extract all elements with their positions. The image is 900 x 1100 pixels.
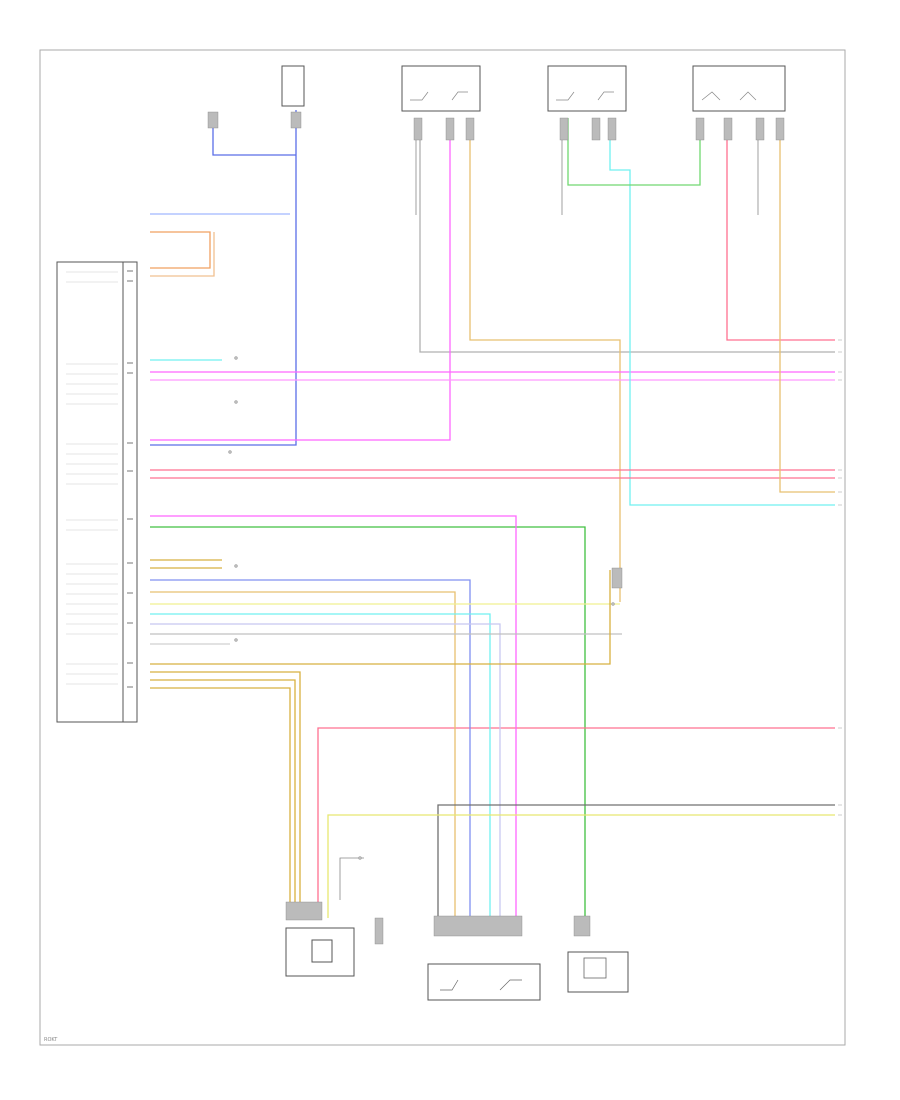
diagram-code: ROKT — [44, 1037, 58, 1043]
wire-red-bottom — [317, 727, 835, 918]
wire-tan-2 — [150, 591, 456, 918]
wire-blue-2 — [150, 110, 297, 446]
wire-gold-3 — [150, 570, 611, 665]
diagram-frame — [39, 49, 846, 1046]
bottom-sensor-left — [285, 927, 355, 977]
wire-yellow-bottom — [327, 814, 835, 918]
top-sensor-1 — [401, 65, 481, 112]
wire-red-top — [726, 118, 835, 341]
top-fuse-block — [281, 65, 305, 107]
top-sensor-2 — [547, 65, 627, 112]
wire-gray-long — [419, 118, 835, 353]
wire-tan-1 — [469, 118, 621, 602]
bottom-sensor-center — [427, 963, 541, 1001]
wire-gold-6 — [150, 687, 291, 918]
wire-pink-bottom — [150, 515, 517, 918]
wire-orange-2 — [150, 232, 215, 277]
ecm-pin-rows — [66, 271, 118, 685]
wire-harness — [150, 110, 835, 918]
bottom-sensor-right — [567, 951, 629, 993]
wire-pink-1 — [150, 118, 451, 441]
wire-ground-1 — [339, 857, 364, 900]
wire-cyan-2 — [609, 118, 835, 506]
top-sensor-3 — [692, 65, 786, 112]
wire-tan-top3 — [779, 118, 835, 493]
wire-blue-1 — [212, 112, 296, 156]
wire-orange — [150, 231, 211, 269]
ecm-pin-numbers — [127, 270, 133, 688]
terminal-pins — [207, 111, 785, 945]
engine-control-module — [56, 261, 138, 723]
wire-gold-4 — [150, 671, 301, 918]
wire-green-top — [567, 118, 701, 186]
wire-blue-3 — [150, 579, 471, 918]
wire-light-1 — [150, 623, 501, 918]
right-edge-ticks — [838, 339, 842, 816]
wire-cyan-3 — [150, 613, 491, 918]
wire-dark-bottom — [437, 804, 835, 918]
wire-green-long — [150, 526, 586, 918]
wire-gold-5 — [150, 679, 296, 918]
